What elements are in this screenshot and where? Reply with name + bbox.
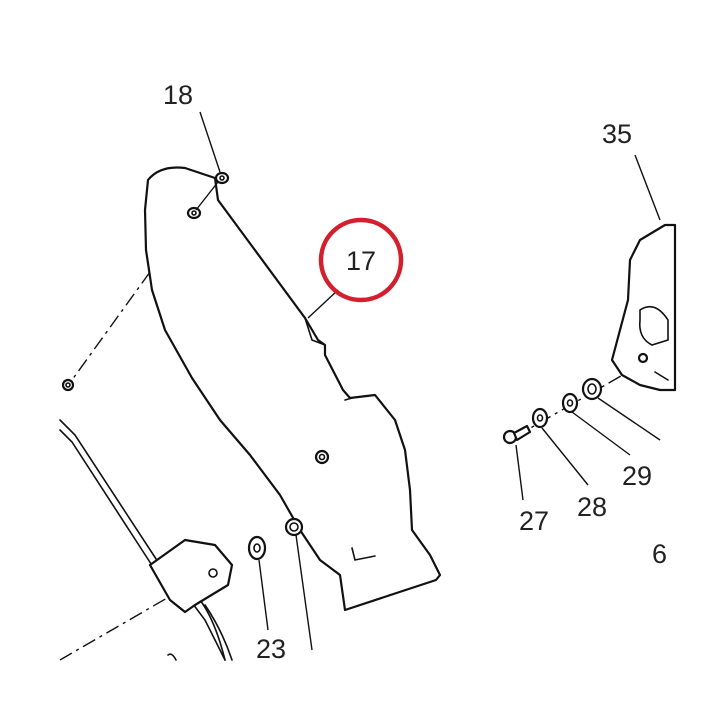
spacer-nut <box>581 377 603 401</box>
callout-28: 28 <box>577 492 607 522</box>
mounting-hole <box>314 449 330 465</box>
cover-panel-part-17 <box>143 166 442 612</box>
highlight-circle <box>318 217 404 303</box>
callout-29: 29 <box>622 461 652 491</box>
bracket-part-35 <box>610 223 677 392</box>
screw-part-18 <box>195 171 230 211</box>
callout-23: 23 <box>256 634 286 664</box>
callout-35: 35 <box>602 119 632 149</box>
callout-27: 27 <box>519 506 549 536</box>
leader-lines <box>199 111 661 651</box>
alignment-line <box>514 364 641 438</box>
nut-part <box>284 517 304 537</box>
screw-hole <box>186 206 202 220</box>
washer-part-28 <box>531 407 549 429</box>
washer-part-23 <box>247 535 267 561</box>
mounting-bracket <box>148 538 234 614</box>
washer-part-29 <box>561 392 579 414</box>
side-frame-panel <box>59 378 233 661</box>
mounting-hole <box>61 378 75 392</box>
callout-17: 17 <box>346 246 376 276</box>
callout-6: 6 <box>652 539 667 569</box>
bolt-part-27 <box>502 424 532 445</box>
callout-18: 18 <box>163 80 193 110</box>
alignment-line <box>71 271 151 381</box>
